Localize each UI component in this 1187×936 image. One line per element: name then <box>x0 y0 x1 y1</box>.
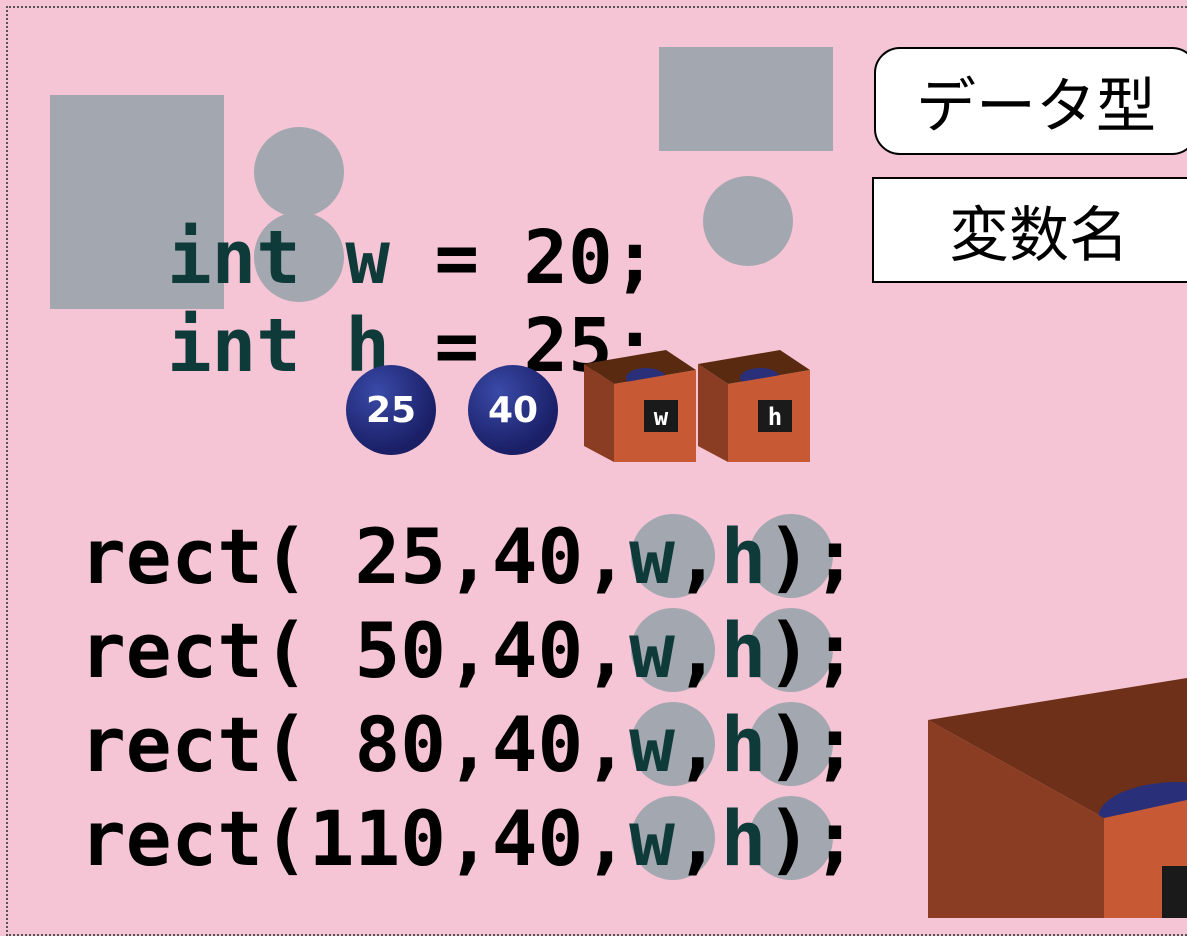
variable-box-icon: h <box>698 350 810 462</box>
code-end: ); <box>766 700 858 789</box>
var-highlight-w <box>254 127 344 217</box>
declaration-rest: = 20; <box>389 215 658 301</box>
value-ball-icon: 40 <box>468 365 558 455</box>
code-var-w: w <box>629 606 675 695</box>
code-sep: , <box>674 794 721 883</box>
code-line: rect( 80,40,w,h); <box>80 698 858 792</box>
code-sep: , <box>674 512 721 601</box>
variable-box-icon: w <box>584 350 696 462</box>
code-end: ); <box>766 512 858 601</box>
declaration-h: int h = 25; <box>78 196 657 396</box>
large-variable-box-icon <box>928 678 1187 918</box>
box-label: h <box>768 403 782 431</box>
code-var-h: h <box>720 794 767 883</box>
code-var-w: w <box>629 512 675 601</box>
variable-name-label: 変数名 <box>872 177 1187 283</box>
h-highlight <box>749 702 833 786</box>
code-prefix: rect( 25,40, <box>80 512 630 601</box>
code-var-h: h <box>720 700 767 789</box>
data-type-label: データ型 <box>874 47 1187 155</box>
code-sep: , <box>674 700 721 789</box>
w-highlight <box>631 702 715 786</box>
h-highlight <box>749 514 833 598</box>
w-highlight <box>631 796 715 880</box>
code-var-w: w <box>629 700 675 789</box>
type-keyword: int <box>167 303 301 389</box>
code-line: rect( 25,40,w,h); <box>80 510 858 604</box>
code-var-h: h <box>720 606 767 695</box>
code-prefix: rect( 80,40, <box>80 700 630 789</box>
code-line: rect( 50,40,w,h); <box>80 604 858 698</box>
h-highlight <box>749 796 833 880</box>
ellipse-shape-icon <box>703 176 793 266</box>
code-end: ); <box>766 794 858 883</box>
var-highlight-h <box>254 212 344 302</box>
code-prefix: rect(110,40, <box>80 794 630 883</box>
code-var-w: w <box>629 794 675 883</box>
code-end: ); <box>766 606 858 695</box>
type-keyword: int <box>167 215 301 301</box>
w-highlight <box>631 608 715 692</box>
value-ball-icon: 25 <box>346 365 436 455</box>
var-name: w <box>345 215 390 301</box>
code-prefix: rect( 50,40, <box>80 606 630 695</box>
declaration-w: int w = 20; <box>78 108 657 308</box>
rectangle-shape-icon <box>659 47 833 151</box>
code-line: rect(110,40,w,h); <box>80 792 858 886</box>
type-highlight <box>50 95 224 309</box>
h-highlight <box>749 608 833 692</box>
w-highlight <box>631 514 715 598</box>
code-sep: , <box>674 606 721 695</box>
box-label: w <box>654 403 669 431</box>
code-var-h: h <box>720 512 767 601</box>
